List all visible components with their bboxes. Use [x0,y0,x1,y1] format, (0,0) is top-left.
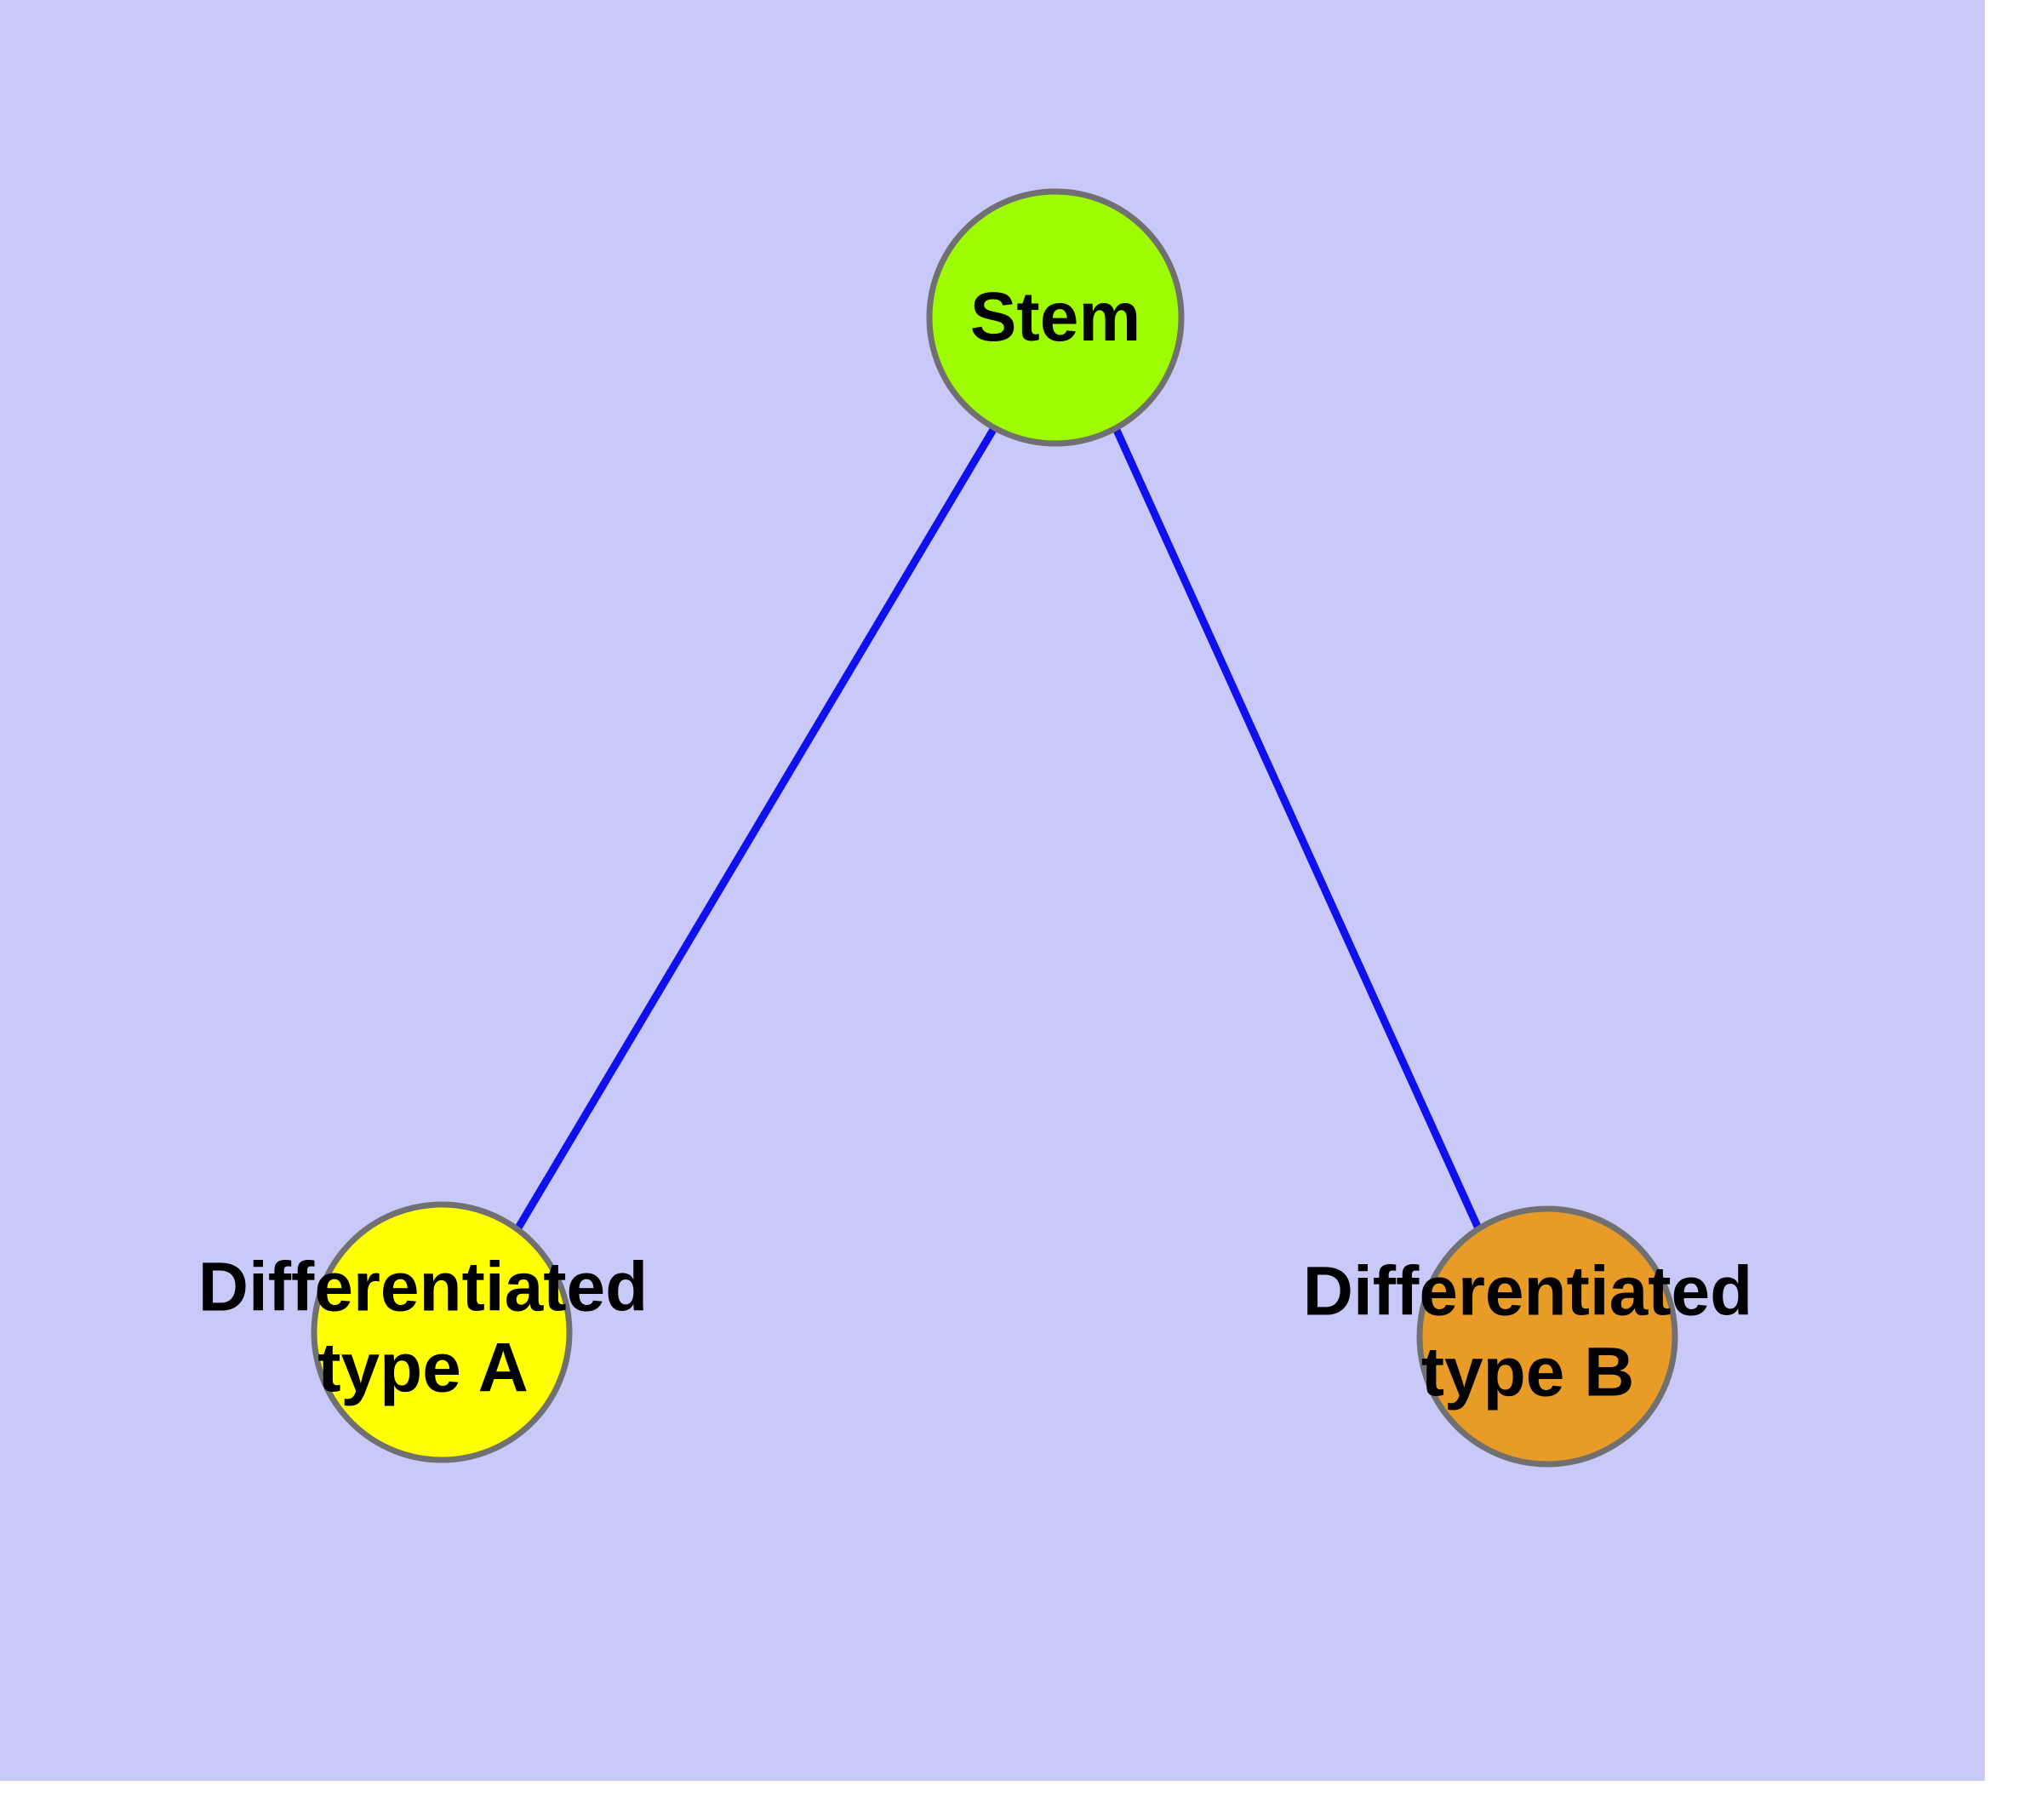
node-diff_b[interactable] [1416,1205,1678,1468]
node-label-line: Stem [970,278,1141,356]
node-stem[interactable] [926,188,1185,447]
node-label-line: type A [317,1329,529,1406]
node-label-line: type B [1421,1333,1635,1411]
node-label-line: Differentiated [198,1248,649,1325]
edges-layer [514,426,1483,1232]
node-label-stem: Stem [970,278,1141,356]
node-label-line: Differentiated [1303,1252,1753,1330]
edge-stem-diff-b[interactable] [1112,426,1483,1230]
edge-stem-diff-a[interactable] [514,426,997,1232]
node-diff_a[interactable] [311,1201,573,1463]
nodes-layer [311,188,1678,1468]
